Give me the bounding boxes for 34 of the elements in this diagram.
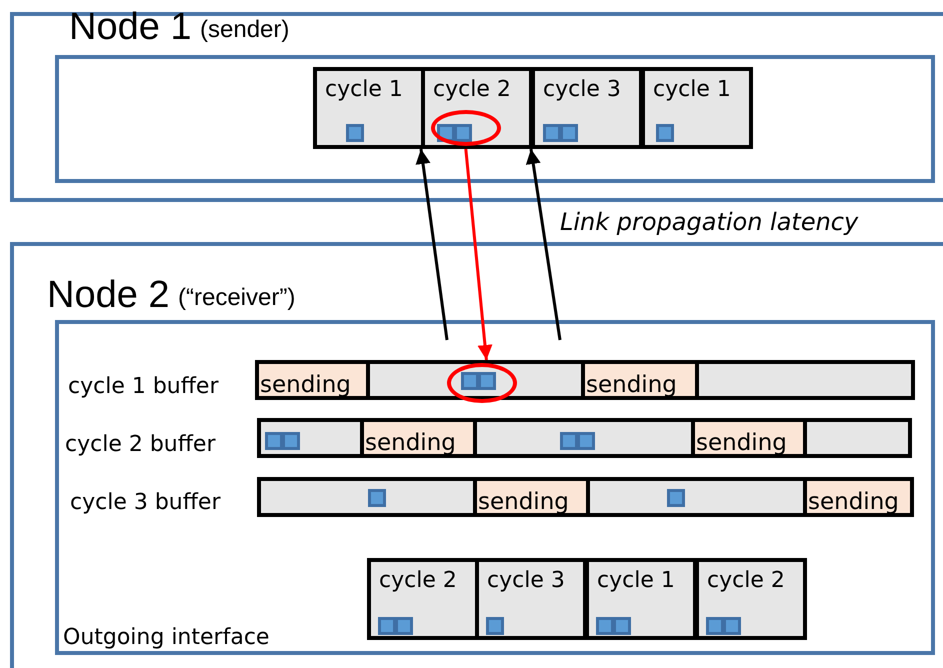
buffer-label: cycle 3 buffer	[70, 492, 220, 514]
interface-panel	[55, 320, 935, 655]
interface-panel	[55, 55, 935, 183]
cycle-slot	[585, 558, 697, 640]
cycle-label: cycle 1	[325, 79, 403, 101]
status-label: sending	[365, 432, 456, 455]
cycle-label: cycle 2	[433, 79, 511, 101]
cycle-label: cycle 3	[543, 79, 621, 101]
node-title: Node 1	[69, 8, 192, 46]
node-frame	[10, 12, 943, 202]
arrow	[464, 148, 492, 360]
cycle-label: cycle 1	[653, 79, 731, 101]
arrow	[416, 148, 448, 340]
status-label: sending	[808, 491, 899, 514]
node-role-label: (sender)	[200, 18, 290, 42]
cycle-label: cycle 2	[707, 570, 785, 592]
arrow	[526, 148, 562, 340]
cycle-slot	[695, 558, 807, 640]
cycle-slot	[531, 67, 643, 149]
status-label: sending	[478, 491, 569, 514]
buffer-label: cycle 1 buffer	[68, 376, 218, 398]
latency-note: Link propagation latency	[560, 210, 858, 234]
node-role-label: (“receiver”)	[178, 286, 296, 310]
node-frame	[10, 242, 943, 668]
cycle-label: cycle 3	[487, 570, 565, 592]
status-label: sending	[260, 374, 351, 397]
panel-label: Outgoing interface	[63, 627, 270, 649]
cycle-label: cycle 1	[597, 570, 675, 592]
node-title: Node 2	[47, 276, 170, 314]
buffer-label: cycle 2 buffer	[65, 434, 216, 456]
cycle-slot	[641, 67, 753, 149]
cycle-label: cycle 2	[379, 570, 457, 592]
status-label: sending	[586, 374, 677, 397]
status-label: sending	[696, 432, 787, 455]
